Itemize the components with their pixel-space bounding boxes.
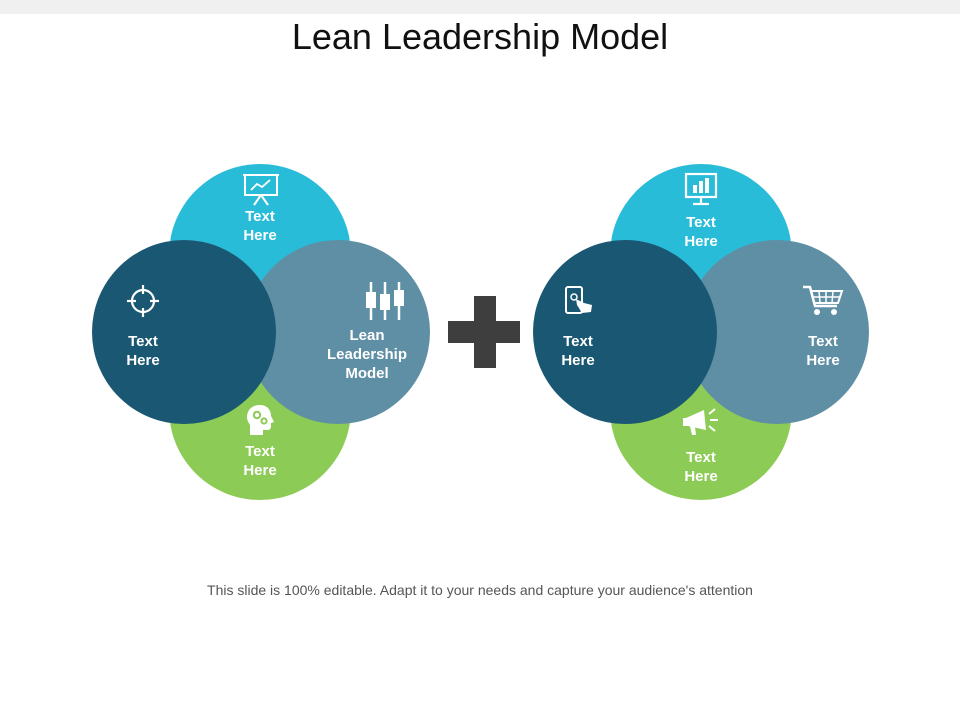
right-left-circle xyxy=(533,240,717,424)
top-bar xyxy=(0,0,960,14)
slide-title: Lean Leadership Model xyxy=(291,16,669,57)
left-right-label: Lean Leadership Model xyxy=(326,327,408,382)
left-right-circle xyxy=(246,240,430,424)
head-gears-icon xyxy=(247,405,274,435)
right-right-label: Text Here xyxy=(806,333,840,369)
left-top-label: Text Here xyxy=(243,208,277,244)
touch-tablet-icon xyxy=(565,286,592,314)
megaphone-icon xyxy=(683,408,718,435)
right-bottom-label: Text Here xyxy=(684,449,718,485)
right-left-label: Text Here xyxy=(561,333,595,369)
shopping-cart-icon xyxy=(803,285,844,315)
footer-note: This slide is 100% editable. Adapt it to… xyxy=(207,582,753,598)
left-left-circle xyxy=(92,240,276,424)
left-left-label: Text Here xyxy=(126,333,160,369)
monitor-chart-icon xyxy=(684,172,718,206)
plus-horizontal-bar xyxy=(448,321,520,343)
right-top-label: Text Here xyxy=(684,214,718,250)
left-bottom-label: Text Here xyxy=(243,443,277,479)
crosshair-target-icon xyxy=(127,285,159,317)
presentation-chart-icon xyxy=(243,174,279,206)
sliders-icon xyxy=(366,282,404,320)
